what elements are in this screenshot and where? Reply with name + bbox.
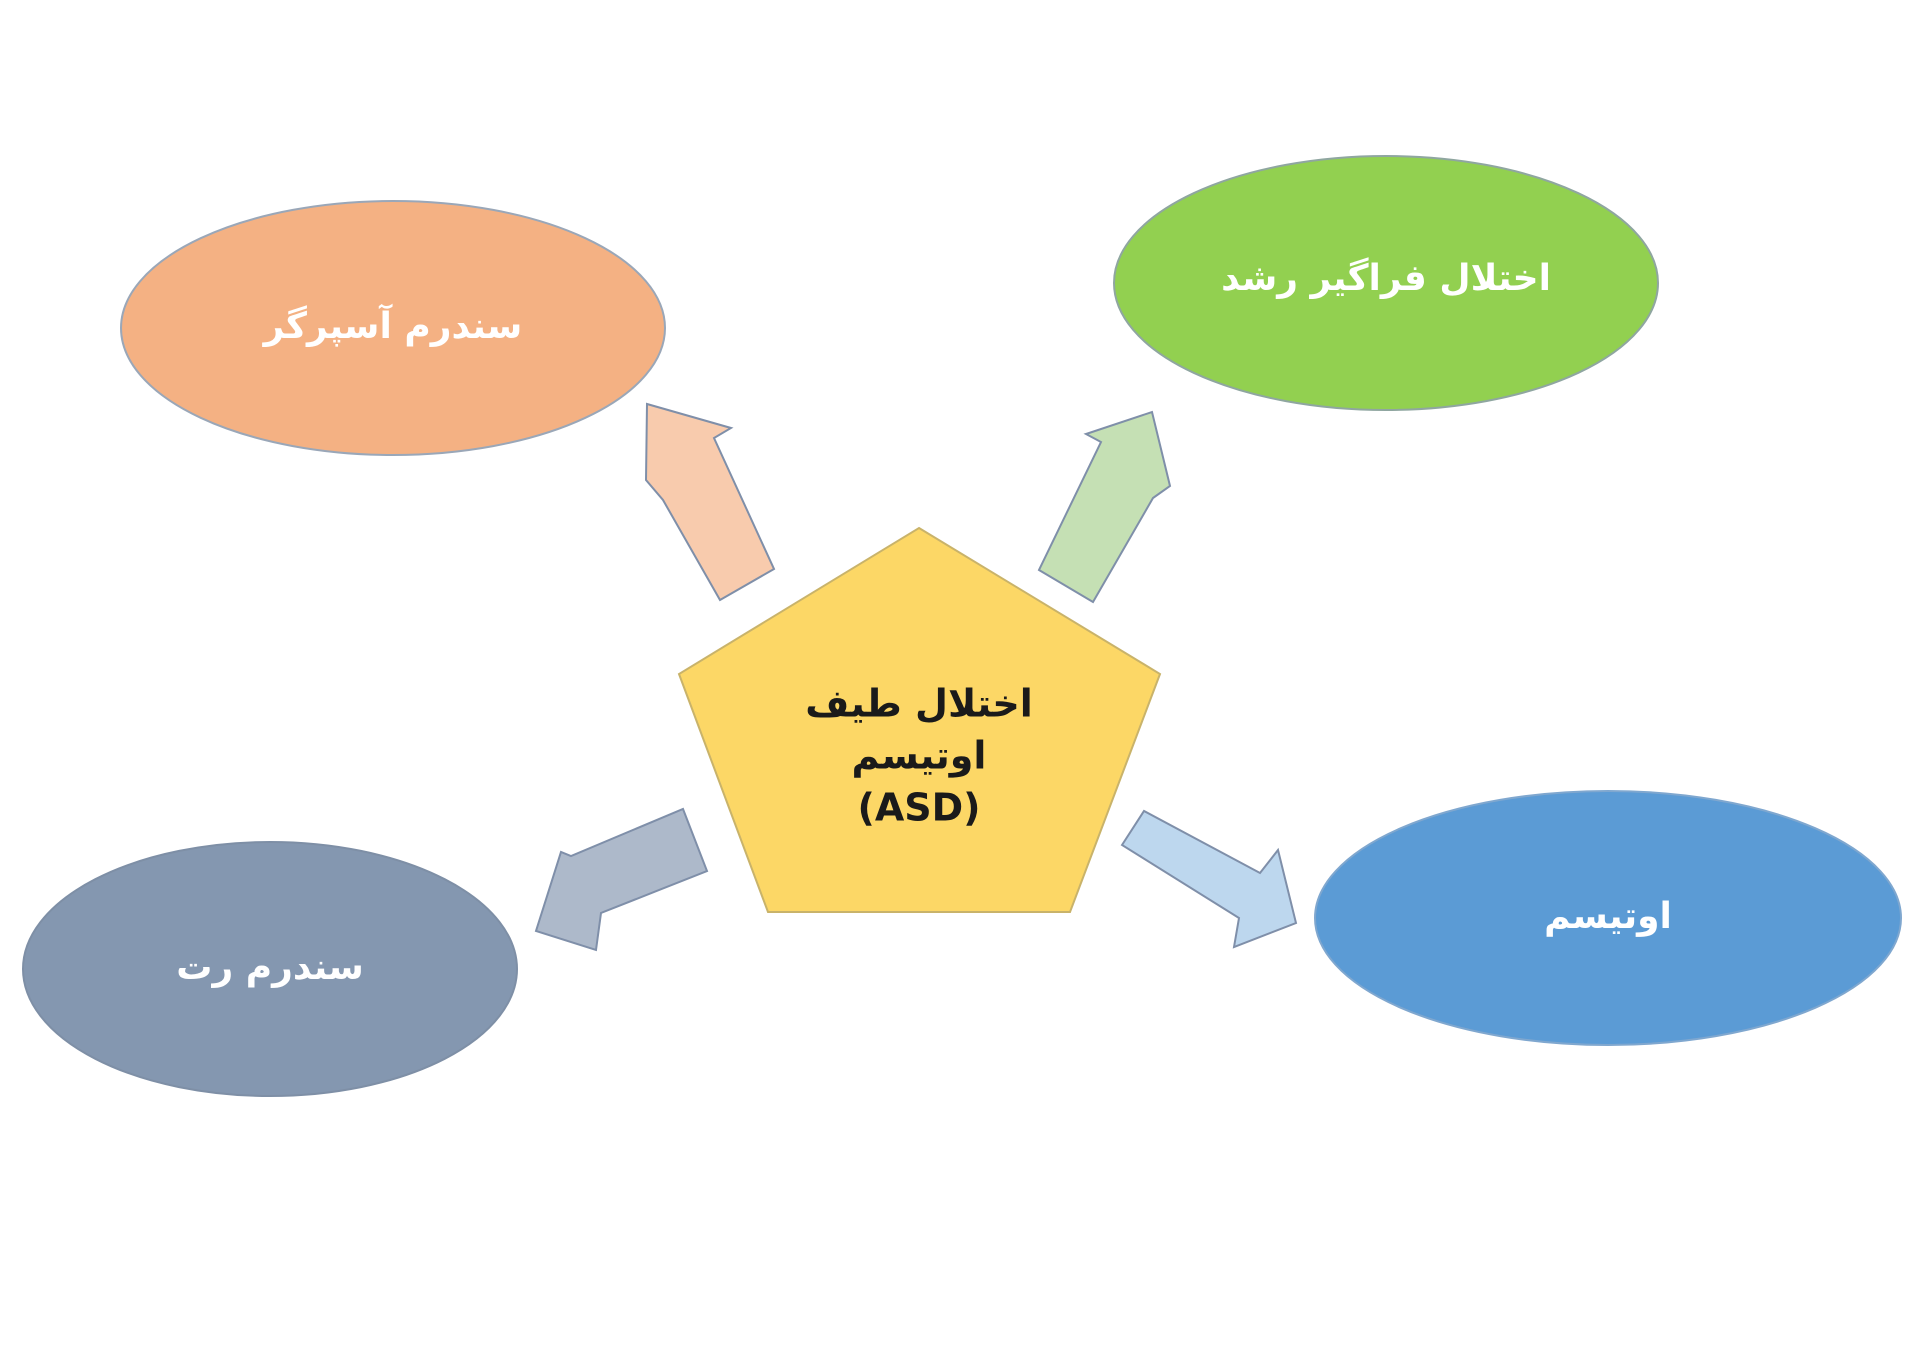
asperger-label: سندرم آسپرگر xyxy=(262,303,523,347)
pdd-node xyxy=(1113,155,1659,411)
rett-label: سندرم رت xyxy=(176,947,363,988)
asd-label-line3: (ASD) xyxy=(857,786,980,830)
arrow-to-rett xyxy=(534,807,709,952)
rett-node xyxy=(22,841,518,1097)
arrow-to-pdd xyxy=(1037,410,1172,604)
arrow-to-autism xyxy=(1120,809,1298,949)
asd-pentagon xyxy=(677,526,1162,913)
arrow-to-asperger xyxy=(644,402,776,602)
asperger-node xyxy=(120,200,666,456)
autism-label: اوتیسم xyxy=(1544,896,1672,937)
pdd-label: اختلال فراگیر رشد xyxy=(1221,257,1551,299)
autism-node xyxy=(1314,790,1902,1046)
asd-label-line2: اوتیسم xyxy=(852,734,987,779)
asd-label-line1: اختلال طیف xyxy=(805,682,1033,726)
